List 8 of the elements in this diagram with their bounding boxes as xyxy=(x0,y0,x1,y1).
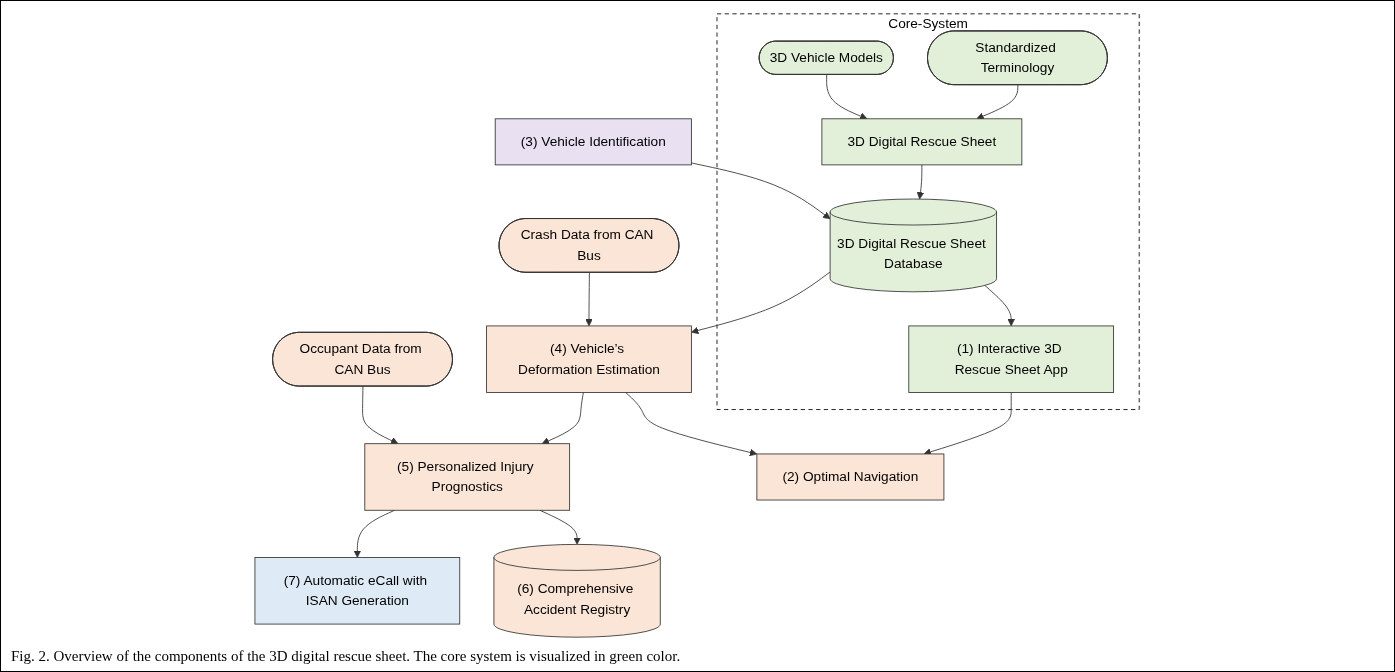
node-box: (7) Automatic eCall with ISAN Generation xyxy=(254,557,461,625)
figure-caption: Fig. 2. Overview of the components of the 3D digital rescue sheet. The core system is visualized in green color. xyxy=(11,648,682,665)
node-box: 3D Digital Rescue Sheet xyxy=(821,118,1023,166)
node-box: (1) Interactive 3D Rescue Sheet App xyxy=(908,325,1115,393)
node-box: (4) Vehicle’s Deformation Estimation xyxy=(486,325,693,393)
node-box: (2) Optimal Navigation xyxy=(756,453,945,501)
node-box: (5) Personalized Injury Prognostics xyxy=(364,443,571,511)
node-box: (3) Vehicle Identification xyxy=(495,118,693,166)
